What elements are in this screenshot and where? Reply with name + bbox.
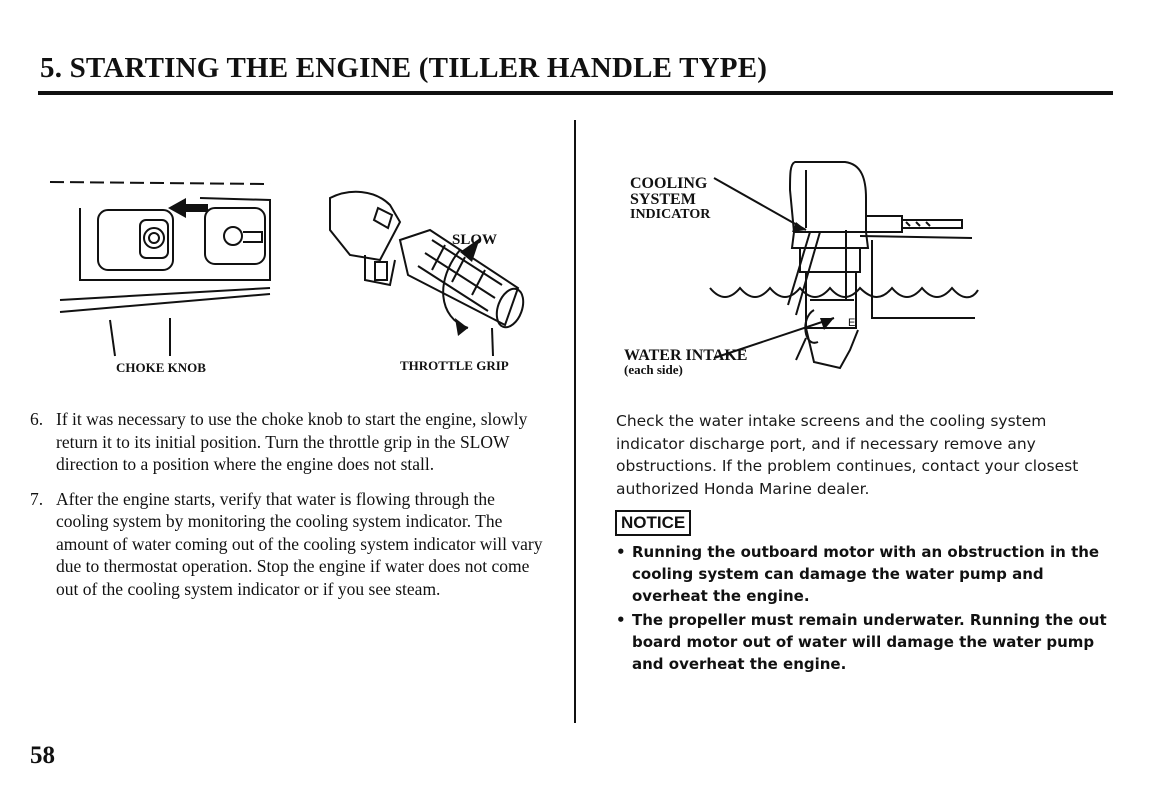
step-number: 6. [30,409,44,429]
list-item: • Running the outboard motor with an obs… [616,541,1116,607]
water-intake-label: WATER INTAKE [624,347,747,364]
page-number: 58 [30,742,55,769]
notice-list: • Running the outboard motor with an obs… [616,541,1116,675]
notice-badge: NOTICE [615,510,692,536]
bullet: • [616,611,626,629]
bullet: • [616,543,626,561]
notice-text: Running the outboard motor with an obstr… [632,543,1100,605]
choke-throttle-illustration: SLOW CHOKE KNOB THROTTLE GRIP [49,181,525,375]
cooling-label-line3: INDICATOR [630,207,711,222]
instruction-steps: 6. If it was necessary to use the choke … [30,408,550,600]
step-text: If it was necessary to use the choke kno… [56,409,528,474]
choke-knob-label: CHOKE KNOB [116,360,206,375]
column-divider [574,120,576,723]
cooling-label-line1: COOLING [630,175,708,192]
list-item: 7. After the engine starts, verify that … [30,488,550,601]
each-side-label: (each side) [624,362,683,377]
svg-text:E: E [848,317,855,329]
check-paragraph: Check the water intake screens and the c… [616,412,1079,498]
title-rule [38,91,1113,95]
outboard-motor-illustration: E COOLING SYSTEM INDICATOR WATER INTAKE … [624,161,979,377]
list-item: 6. If it was necessary to use the choke … [30,408,550,476]
page-title: 5. STARTING THE ENGINE (TILLER HANDLE TY… [40,52,768,84]
step-number: 7. [30,488,44,509]
step-text: After the engine starts, verify that wat… [56,488,543,599]
cooling-label-line2: SYSTEM [630,191,696,208]
throttle-grip-label: THROTTLE GRIP [400,358,509,373]
slow-label: SLOW [452,232,497,248]
notice-text: The propeller must remain underwater. Ru… [632,611,1107,673]
list-item: • The propeller must remain underwater. … [616,609,1116,675]
